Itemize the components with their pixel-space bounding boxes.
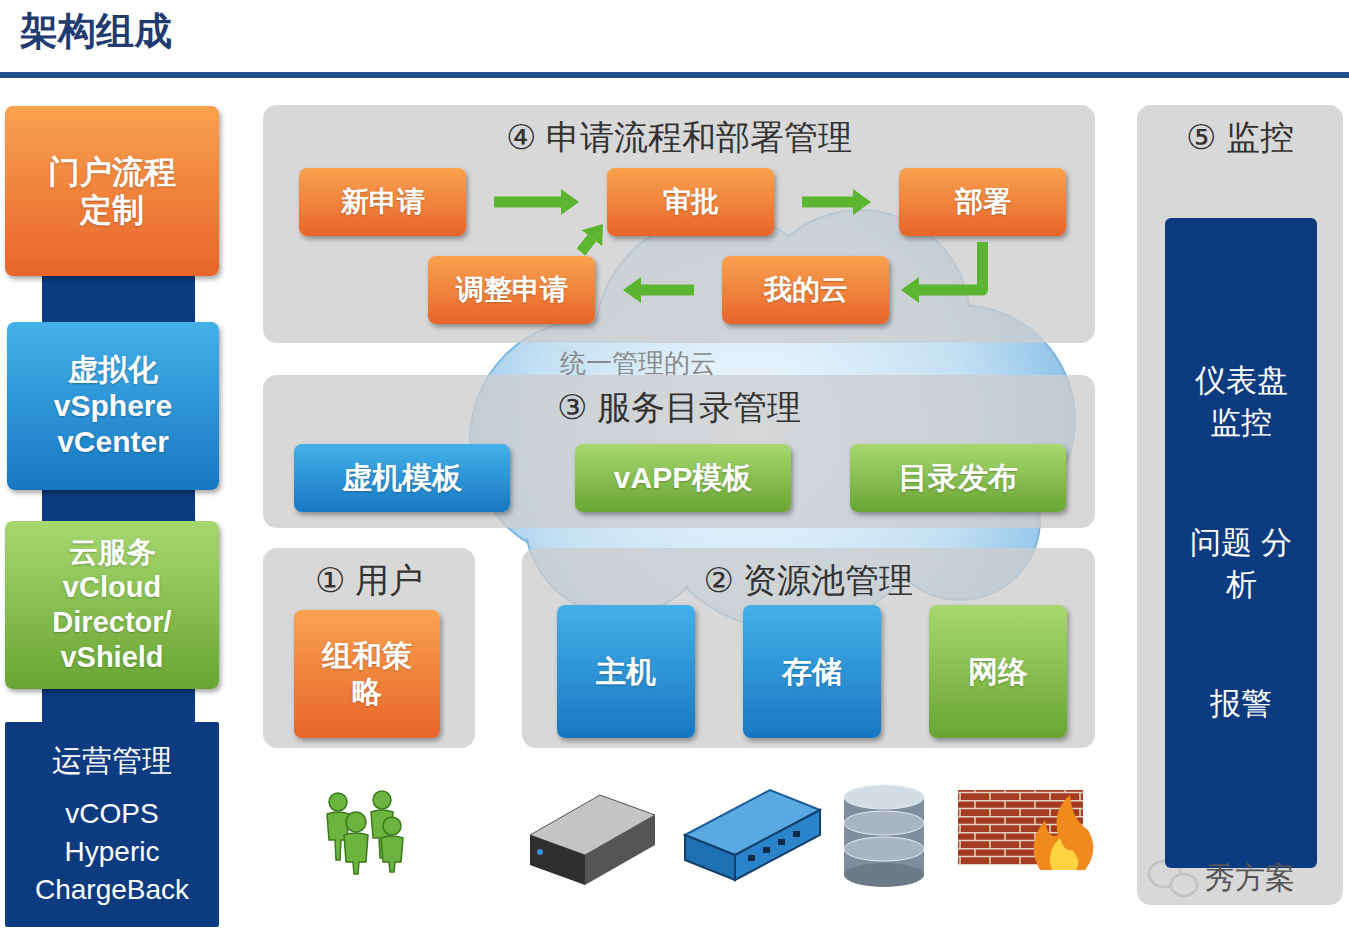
brand-name: 秀方案 (1205, 858, 1295, 899)
monitor-panel: 仪表盘 监控问题 分析报警 ⑤ 监控 (1137, 105, 1343, 905)
box-label: 新申请 (341, 185, 425, 219)
box-label: 组和策略 (312, 638, 422, 710)
panel-heading: ① 用户 (263, 560, 475, 601)
resource-box: 存储 (743, 605, 881, 738)
box-label: 虚机模板 (342, 460, 462, 496)
panel-heading: ⑤ 监控 (1137, 117, 1343, 158)
firewall-icon (1034, 795, 1094, 870)
operations-block: 运营管理 vCOPS Hyperic ChargeBack (5, 722, 219, 927)
portal-block: 门户流程定制 (5, 106, 219, 276)
server-icon (530, 835, 585, 885)
process-panel: 新申请 审批 部署调整申请 我的云 ④ 申请流程和部署管理 (263, 105, 1095, 343)
storage-icon (844, 811, 924, 835)
flow-arrow (641, 285, 694, 296)
panel-heading: ④ 申请流程和部署管理 (263, 117, 1095, 158)
flow-arrow (581, 238, 592, 252)
box-label: 调整申请 (456, 273, 568, 307)
switch-icon (685, 790, 820, 880)
switch-icon (748, 831, 800, 861)
box-label: 运营管理 (52, 741, 172, 782)
step-box: 部署 (899, 168, 1066, 236)
resource-box: 主机 (557, 605, 695, 738)
storage-icon (844, 837, 924, 861)
box-label: 审批 (663, 185, 719, 219)
users-icon (344, 833, 368, 874)
box-label: 问题 分析 (1186, 522, 1296, 606)
box-label: 主机 (596, 654, 656, 690)
box-label: vCOPS Hyperic ChargeBack (15, 795, 210, 908)
panel-heading: ③ 服务目录管理 (263, 387, 1095, 428)
resource-panel: 主机 存储 网络 ② 资源池管理 (522, 548, 1095, 748)
user-panel: 组和策略 ① 用户 (263, 548, 475, 748)
box-label: 存储 (782, 654, 842, 690)
box-label: 目录发布 (898, 460, 1018, 496)
monitor-list: 仪表盘 监控问题 分析报警 (1165, 218, 1317, 868)
switch-icon (748, 855, 755, 861)
users-icon (383, 817, 401, 835)
server-icon (585, 815, 655, 885)
panel-heading: ② 资源池管理 (522, 560, 1095, 601)
catalog-panel: 虚机模板 vAPP模板 目录发布 ③ 服务目录管理 (263, 375, 1095, 528)
template-box: vAPP模板 (575, 444, 791, 512)
box-label: 部署 (955, 185, 1011, 219)
slide-title: 架构组成 (20, 6, 172, 57)
box-label: 仪表盘 监控 (1186, 360, 1296, 444)
server-icon (537, 849, 543, 855)
users-icon (346, 812, 366, 832)
box-label: 网络 (968, 654, 1028, 690)
virtualization-block: 虚拟化 vSphere vCenter (7, 322, 219, 490)
users-icon (329, 793, 347, 811)
box-label: 虚拟化 vSphere vCenter (23, 352, 203, 460)
watermark: 统一管理的云 (560, 346, 716, 381)
policy-box: 组和策略 (294, 610, 440, 738)
flow-arrow (802, 197, 853, 208)
users-icon (373, 791, 391, 809)
publish-box: 目录发布 (850, 444, 1066, 512)
users-icon (327, 791, 403, 874)
storage-icon (844, 863, 924, 887)
switch-icon (685, 835, 735, 880)
resource-box: 网络 (929, 605, 1067, 738)
switch-icon (778, 839, 785, 845)
firewall-icon (958, 790, 1093, 870)
box-label: vAPP模板 (614, 460, 752, 496)
cloud-service-block: 云服务 vCloud Director/ vShield (5, 521, 219, 689)
box-label: 云服务 vCloud Director/ vShield (22, 535, 202, 674)
box-label: 报警 (1210, 683, 1272, 725)
template-box: 虚机模板 (294, 444, 510, 512)
box-label: 我的云 (764, 273, 848, 307)
storage-icon (844, 785, 924, 809)
server-icon (530, 795, 655, 885)
users-icon (381, 817, 403, 872)
storage-icon (844, 785, 924, 887)
firewall-icon (1050, 838, 1078, 870)
step-box: 调整申请 (428, 256, 595, 324)
switch-icon (793, 831, 800, 837)
switch-icon (735, 810, 820, 880)
title-rule (0, 72, 1349, 78)
step-box: 我的云 (722, 256, 889, 324)
step-box: 审批 (607, 168, 774, 236)
box-label: 门户流程定制 (42, 153, 182, 230)
users-icon (381, 836, 403, 872)
switch-icon (763, 847, 770, 853)
users-icon (344, 812, 368, 874)
flow-arrow (494, 197, 561, 208)
step-box: 新申请 (299, 168, 466, 236)
flow-arrow (919, 242, 983, 290)
